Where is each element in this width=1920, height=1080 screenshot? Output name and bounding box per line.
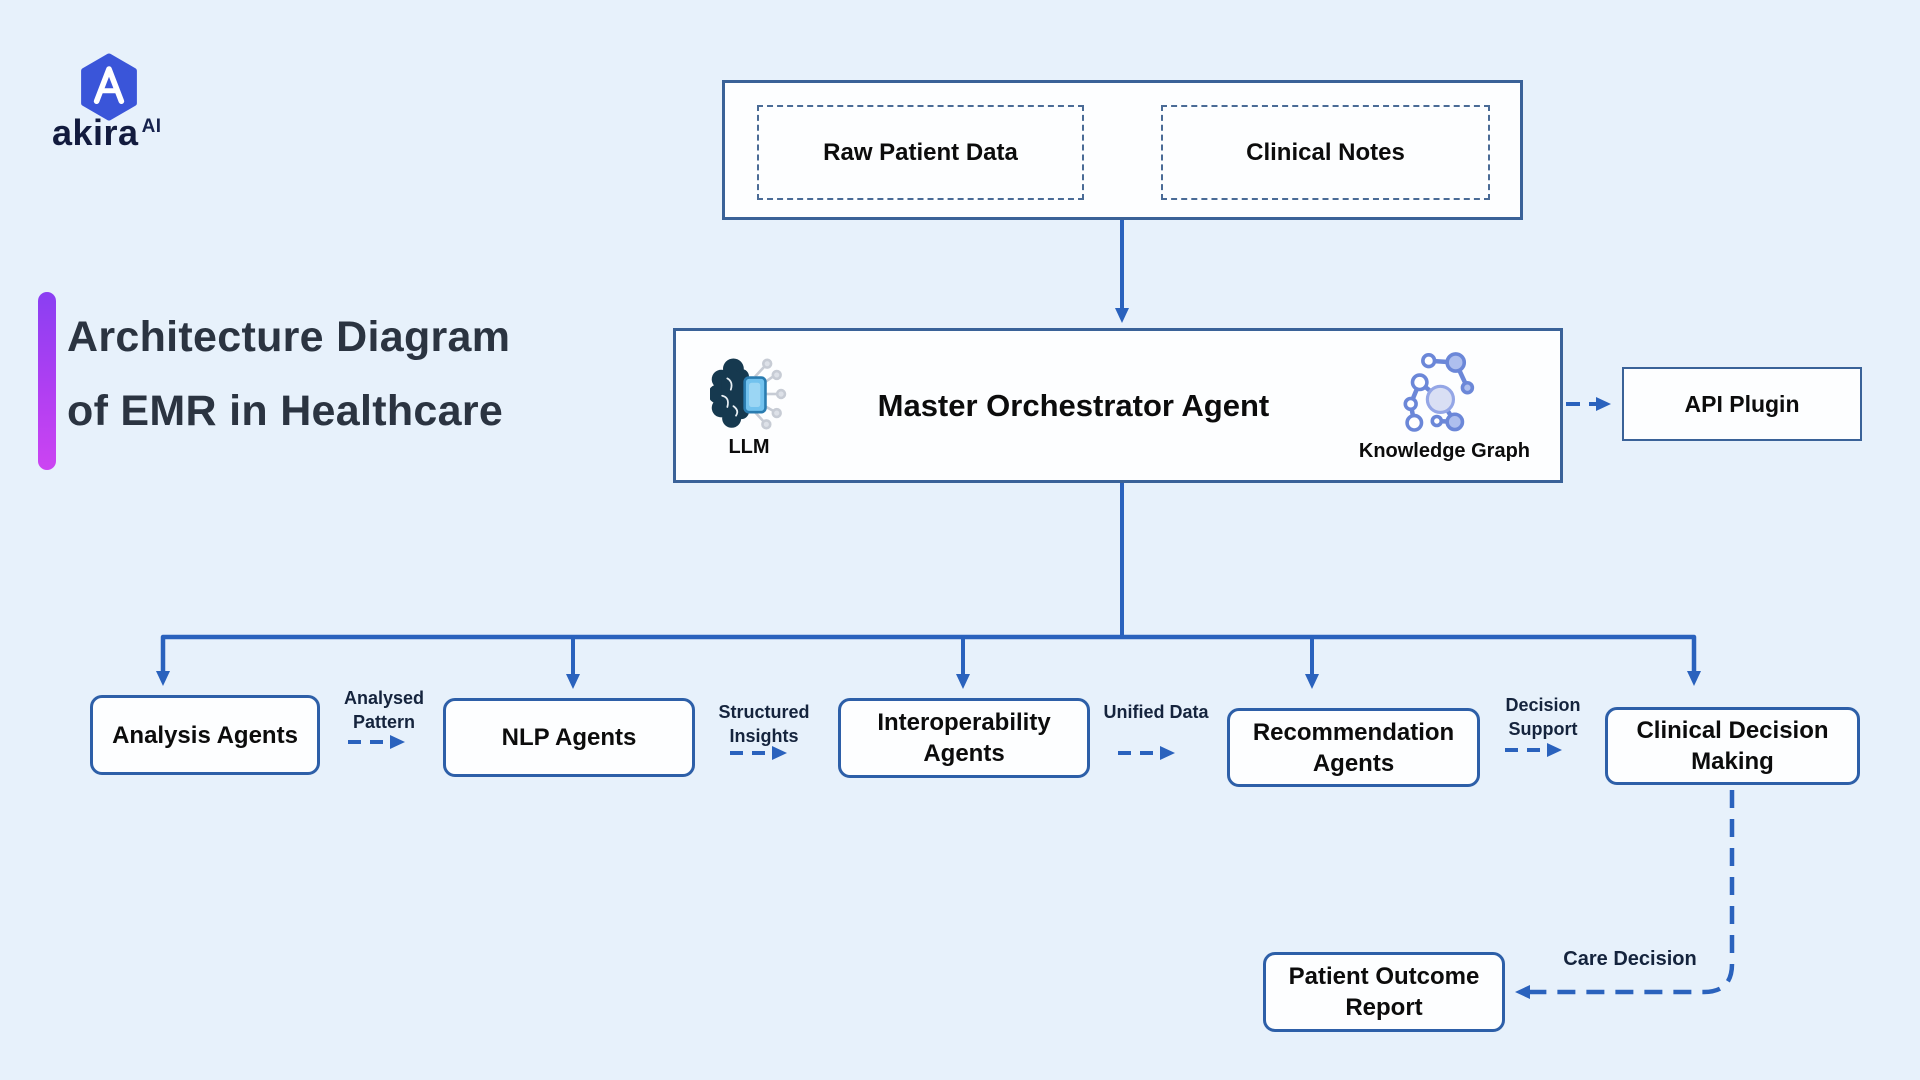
llm-brain-chip-icon (710, 357, 787, 430)
analysis-agents-node: Analysis Agents (90, 695, 320, 775)
nlp-agents-node: NLP Agents (443, 698, 695, 777)
raw-patient-data-label: Raw Patient Data (823, 138, 1018, 166)
knowledge-graph-block: Knowledge Graph (1359, 349, 1530, 463)
api-plugin-node: API Plugin (1622, 367, 1862, 441)
patient-outcome-report-node: Patient Outcome Report (1263, 952, 1505, 1032)
page-title-line2: of EMR in Healthcare (67, 387, 504, 435)
flow-label-decision-support: Decision Support (1505, 695, 1581, 739)
brand-superscript: AI (141, 116, 162, 137)
flow-label-unified-data: Unified Data (1103, 702, 1209, 722)
analysis-agents-label: Analysis Agents (112, 721, 298, 749)
page-title: Architecture Diagram of EMR in Healthcar… (67, 300, 510, 448)
flow-label-analysed-pattern: Analysed Pattern (343, 688, 425, 732)
patient-outcome-report-label: Patient Outcome Report (1288, 963, 1480, 1021)
input-group-container: Raw Patient Data Clinical Notes (722, 80, 1523, 220)
api-plugin-label: API Plugin (1684, 390, 1800, 417)
distribution-bus (156, 634, 1701, 686)
clinical-decision-making-node: Clinical Decision Making (1605, 707, 1860, 785)
akira-ai-logo-icon (81, 53, 137, 121)
clinical-notes-node: Clinical Notes (1161, 105, 1490, 200)
knowledge-graph-icon (1403, 351, 1475, 432)
raw-patient-data-node: Raw Patient Data (757, 105, 1084, 200)
master-orchestrator-node: LLM Master Orchestrator Agent (673, 328, 1563, 483)
recommendation-agents-label: Recommendation Agents (1252, 718, 1455, 777)
brand-name: akira (52, 112, 139, 153)
clinical-decision-making-label: Clinical Decision Making (1636, 717, 1829, 775)
page-title-line1: Architecture Diagram (67, 313, 511, 361)
master-orchestrator-title: Master Orchestrator Agent (877, 387, 1270, 423)
interoperability-agents-label: Interoperability Agents (877, 709, 1051, 767)
recommendation-agents-node: Recommendation Agents (1227, 708, 1480, 787)
flow-label-structured-insights: Structured Insights (718, 702, 810, 746)
llm-label: LLM (728, 435, 770, 458)
title-accent-bar (38, 292, 56, 470)
flow-label-care-decision: Care Decision (1563, 948, 1697, 970)
llm-block: LLM (710, 353, 788, 459)
knowledge-graph-label: Knowledge Graph (1358, 439, 1530, 462)
clinical-notes-label: Clinical Notes (1246, 138, 1405, 166)
nlp-agents-label: NLP Agents (501, 724, 637, 751)
interoperability-agents-node: Interoperability Agents (838, 698, 1090, 778)
